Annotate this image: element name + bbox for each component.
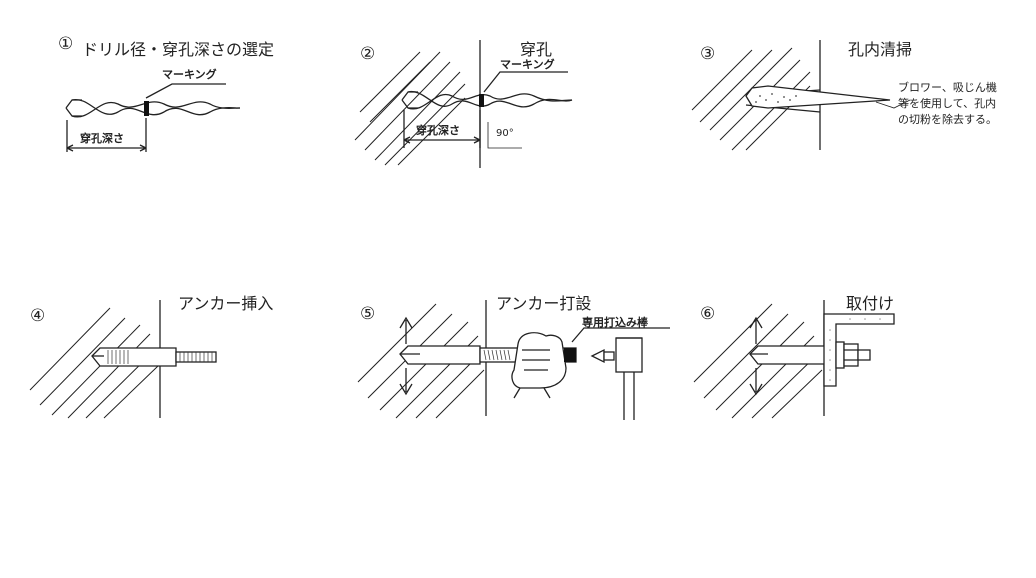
dust-particles	[755, 93, 797, 103]
step-3-panel: ③ 孔内清掃 ブロワー、吸じん機 等を使用して、孔内 の切粉を除去する。	[680, 0, 1036, 200]
step-2-marking-label: マーキング	[500, 58, 555, 71]
rod-end-icon	[564, 348, 576, 362]
drilling-diagram	[354, 40, 573, 168]
step-1-marking-label: マーキング	[162, 68, 217, 81]
step-6-number: ⑥	[700, 304, 716, 324]
step-2-title: 穿孔	[520, 40, 553, 59]
step-3-note: ブロワー、吸じん機 等を使用して、孔内 の切粉を除去する。	[898, 81, 997, 126]
rod-texture	[483, 349, 511, 361]
step-5-title: アンカー打設	[496, 294, 592, 313]
drill-bit-diagram	[65, 83, 241, 152]
step-5-panel: ⑤ アンカー打設 専用打込み棒	[340, 270, 680, 440]
concrete-hatch	[693, 303, 823, 419]
bracket-texture	[829, 318, 881, 381]
step-1-title: ドリル径・穿孔深さの選定	[82, 40, 275, 59]
step-1-number: ①	[58, 34, 74, 54]
marking-band-icon	[144, 101, 149, 116]
step-2-panel: ② 穿孔 マーキング 穿孔深さ 90°	[340, 0, 680, 200]
step-2-number: ②	[360, 44, 376, 64]
step-2-angle-label: 90°	[496, 128, 514, 139]
marking-band-icon	[479, 94, 484, 107]
step-6-title: 取付け	[846, 294, 895, 313]
hole-cleaning-diagram	[691, 40, 911, 151]
step-3-number: ③	[700, 44, 716, 64]
step-1-panel: ① ドリル径・穿孔深さの選定 マーキング 穿孔深さ	[0, 0, 340, 200]
fixture-mount-diagram	[693, 300, 895, 419]
step-5-number: ⑤	[360, 304, 376, 324]
step-6-panel: ⑥ 取付け	[680, 270, 1036, 440]
step-4-title: アンカー挿入	[178, 294, 274, 313]
anchor-setting-diagram	[357, 300, 670, 420]
step-2-depth-label: 穿孔深さ	[416, 124, 460, 137]
anchor-insert-diagram	[29, 300, 217, 419]
concrete-hatch	[354, 51, 466, 166]
step-3-title: 孔内清掃	[848, 40, 913, 59]
step-5-tool-label: 専用打込み棒	[582, 316, 648, 329]
bolt-thread	[107, 350, 213, 364]
step-4-number: ④	[30, 306, 46, 326]
concrete-hatch	[29, 307, 159, 419]
step-4-panel: ④ アンカー挿入	[0, 270, 340, 440]
step-1-depth-label: 穿孔深さ	[80, 132, 124, 145]
